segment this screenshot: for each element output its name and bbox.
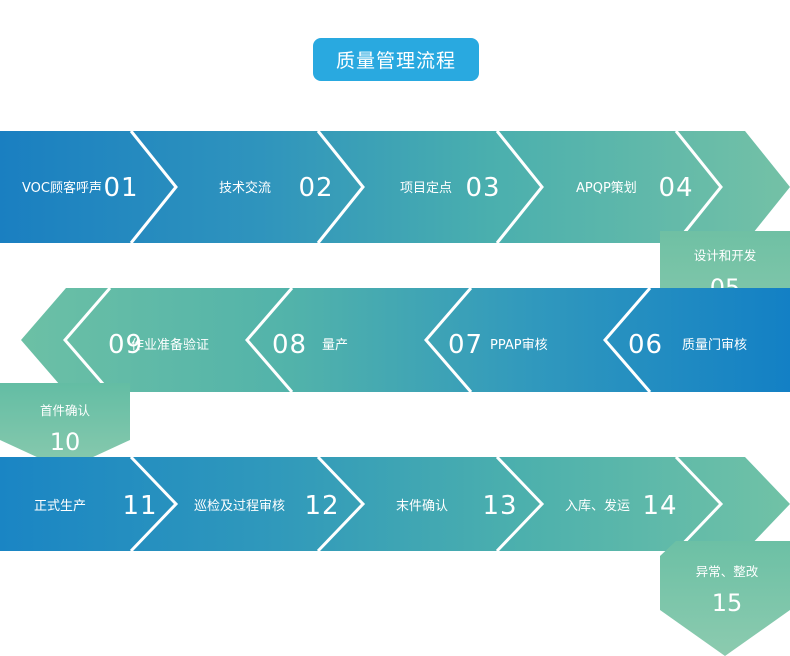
step-03-label: 项目定点	[400, 181, 452, 196]
step-06-number: 06	[628, 330, 663, 360]
row-3-separator-3	[495, 455, 545, 553]
row-1-separator-2	[316, 130, 365, 244]
row-3-separator-2	[316, 455, 366, 553]
step-12-label: 巡检及过程审核	[194, 499, 285, 514]
step-12[interactable]: 巡检及过程审核 12	[194, 491, 340, 521]
step-02-number: 02	[298, 173, 333, 203]
step-11-label: 正式生产	[34, 499, 86, 514]
step-12-number: 12	[304, 491, 339, 521]
step-04-number: 04	[658, 173, 693, 203]
row-1-band	[0, 131, 790, 243]
step-01-number: 01	[103, 173, 138, 203]
step-13-label: 末件确认	[396, 499, 448, 514]
step-14-label: 入库、发运	[565, 498, 630, 514]
step-11[interactable]: 正式生产 11	[34, 491, 158, 521]
step-14[interactable]: 入库、发运 14	[565, 491, 678, 521]
step-07-label: PPAP审核	[490, 338, 548, 353]
step-06[interactable]: 06 质量门审核	[628, 330, 747, 360]
connector-10-shape	[0, 383, 130, 470]
step-01-label: VOC顾客呼声	[22, 180, 102, 196]
step-06-label: 质量门审核	[682, 338, 747, 353]
step-07[interactable]: 07 PPAP审核	[448, 330, 548, 360]
connector-15[interactable]: 异常、整改 15	[660, 541, 790, 656]
connector-10-label: 首件确认	[40, 403, 91, 418]
step-11-number: 11	[122, 491, 157, 521]
step-09-number: 09	[108, 330, 143, 360]
connector-15-label: 异常、整改	[696, 564, 759, 579]
page-title: 质量管理流程	[313, 38, 479, 81]
row-2-band	[21, 288, 790, 392]
step-13[interactable]: 末件确认 13	[396, 491, 518, 521]
connector-05-label: 设计和开发	[694, 248, 757, 263]
step-04[interactable]: APQP策划 04	[576, 173, 694, 203]
step-04-label: APQP策划	[576, 180, 637, 196]
connector-10-number: 10	[50, 428, 81, 456]
row-3-band	[0, 457, 790, 551]
row-2-separator-4	[603, 287, 652, 393]
step-08[interactable]: 08 量产	[272, 330, 348, 360]
row-2: 09 作业准备验证 08 量产 07 PPAP审核 06 质量门审核	[21, 287, 790, 393]
row-2-separator-2	[245, 287, 294, 393]
page-title-text: 质量管理流程	[335, 50, 456, 72]
step-01[interactable]: VOC顾客呼声 01	[22, 173, 139, 203]
connector-10[interactable]: 首件确认 10	[0, 383, 130, 470]
row-2-separator-1	[63, 287, 112, 393]
step-13-number: 13	[482, 491, 517, 521]
row-3-separator-1	[129, 455, 179, 553]
row-3-separator-4	[674, 455, 724, 553]
row-3: 正式生产 11 巡检及过程审核 12 末件确认 13 入库、发运 14	[0, 455, 790, 553]
step-09[interactable]: 09 作业准备验证	[108, 330, 209, 360]
row-1: VOC顾客呼声 01 技术交流 02 项目定点 03 APQP策划 04	[0, 130, 790, 244]
connector-15-number: 15	[712, 589, 743, 617]
step-08-label: 量产	[322, 338, 348, 353]
step-03[interactable]: 项目定点 03	[400, 173, 501, 203]
row-2-separator-3	[424, 287, 473, 393]
row-1-separator-4	[674, 130, 723, 244]
step-03-number: 03	[465, 173, 500, 203]
row-1-separator-1	[129, 130, 178, 244]
step-02-label: 技术交流	[219, 180, 271, 196]
step-09-label: 作业准备验证	[131, 337, 209, 353]
connector-15-shape	[660, 541, 790, 656]
step-02[interactable]: 技术交流 02	[219, 173, 334, 203]
step-14-number: 14	[642, 491, 677, 521]
step-08-number: 08	[272, 330, 307, 360]
step-07-number: 07	[448, 330, 483, 360]
row-1-separator-3	[495, 130, 544, 244]
